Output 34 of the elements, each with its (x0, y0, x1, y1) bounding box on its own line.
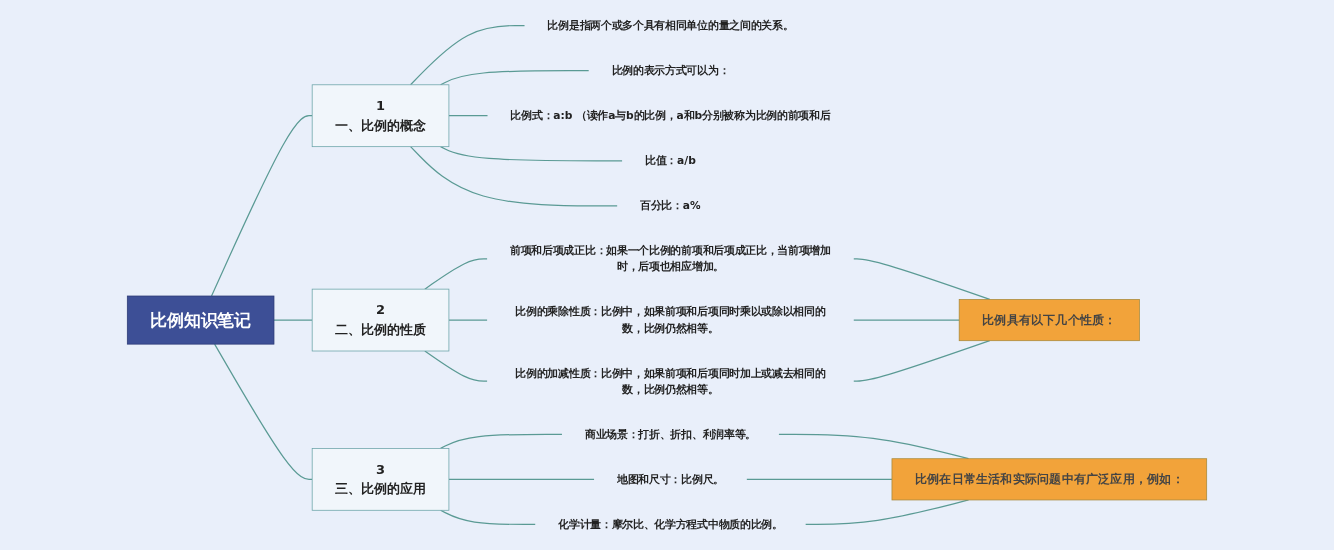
connector (853, 258, 991, 301)
node-text: 前项和后项成正比：如果一个比例的前项和后项成正比，当前项增加时，后项也相应增加。 (510, 244, 831, 273)
connector (214, 343, 313, 480)
node-text: 比例的乘除性质：比例中，如果前项和后项同时乘以或除以相同的数，比例仍然相等。 (515, 305, 826, 334)
node-text: 比值：a/b (645, 154, 696, 167)
node-text: 化学计量：摩尔比、化学方程式中物质的比例。 (558, 517, 783, 531)
connector (273, 319, 313, 321)
node-box: 1 一、比例的概念 (311, 84, 450, 148)
node-text: 比例式：a:b （读作a与b的比例，a和b分别被称为比例的前项和后 (510, 109, 831, 122)
connector (439, 146, 623, 162)
connector (448, 478, 595, 480)
node-text: 百分比：a% (640, 199, 701, 212)
connector (439, 433, 563, 449)
connector (424, 258, 488, 290)
connector (439, 509, 536, 525)
connector (424, 350, 488, 382)
connector (448, 115, 489, 117)
node-box: 比例具有以下几个性质： (958, 299, 1140, 342)
node-text: 比例的表示方式可以为： (611, 64, 730, 77)
connector (853, 340, 991, 382)
connector (746, 478, 893, 480)
connector (448, 319, 488, 321)
connector (210, 115, 313, 297)
node-text: 地图和尺寸：比例尺。 (616, 472, 724, 486)
node-box: 3 三、比例的应用 (311, 448, 450, 511)
node-box: 2 二、比例的性质 (311, 288, 450, 352)
node-text: 商业场景：打折、折扣、利润率等。 (584, 427, 756, 440)
node-text: 比例的加减性质：比例中，如果前项和后项同时加上或减去相同的数，比例仍然相等。 (515, 366, 826, 395)
node-text: 比例是指两个或多个具有相同单位的量之间的关系。 (547, 19, 794, 32)
connector (409, 146, 618, 207)
connector (409, 25, 526, 86)
node-box: 比例知识笔记 (126, 295, 275, 345)
node-box: 比例在日常生活和实际问题中有广泛应用，例如： (891, 458, 1208, 501)
connector (853, 319, 960, 321)
